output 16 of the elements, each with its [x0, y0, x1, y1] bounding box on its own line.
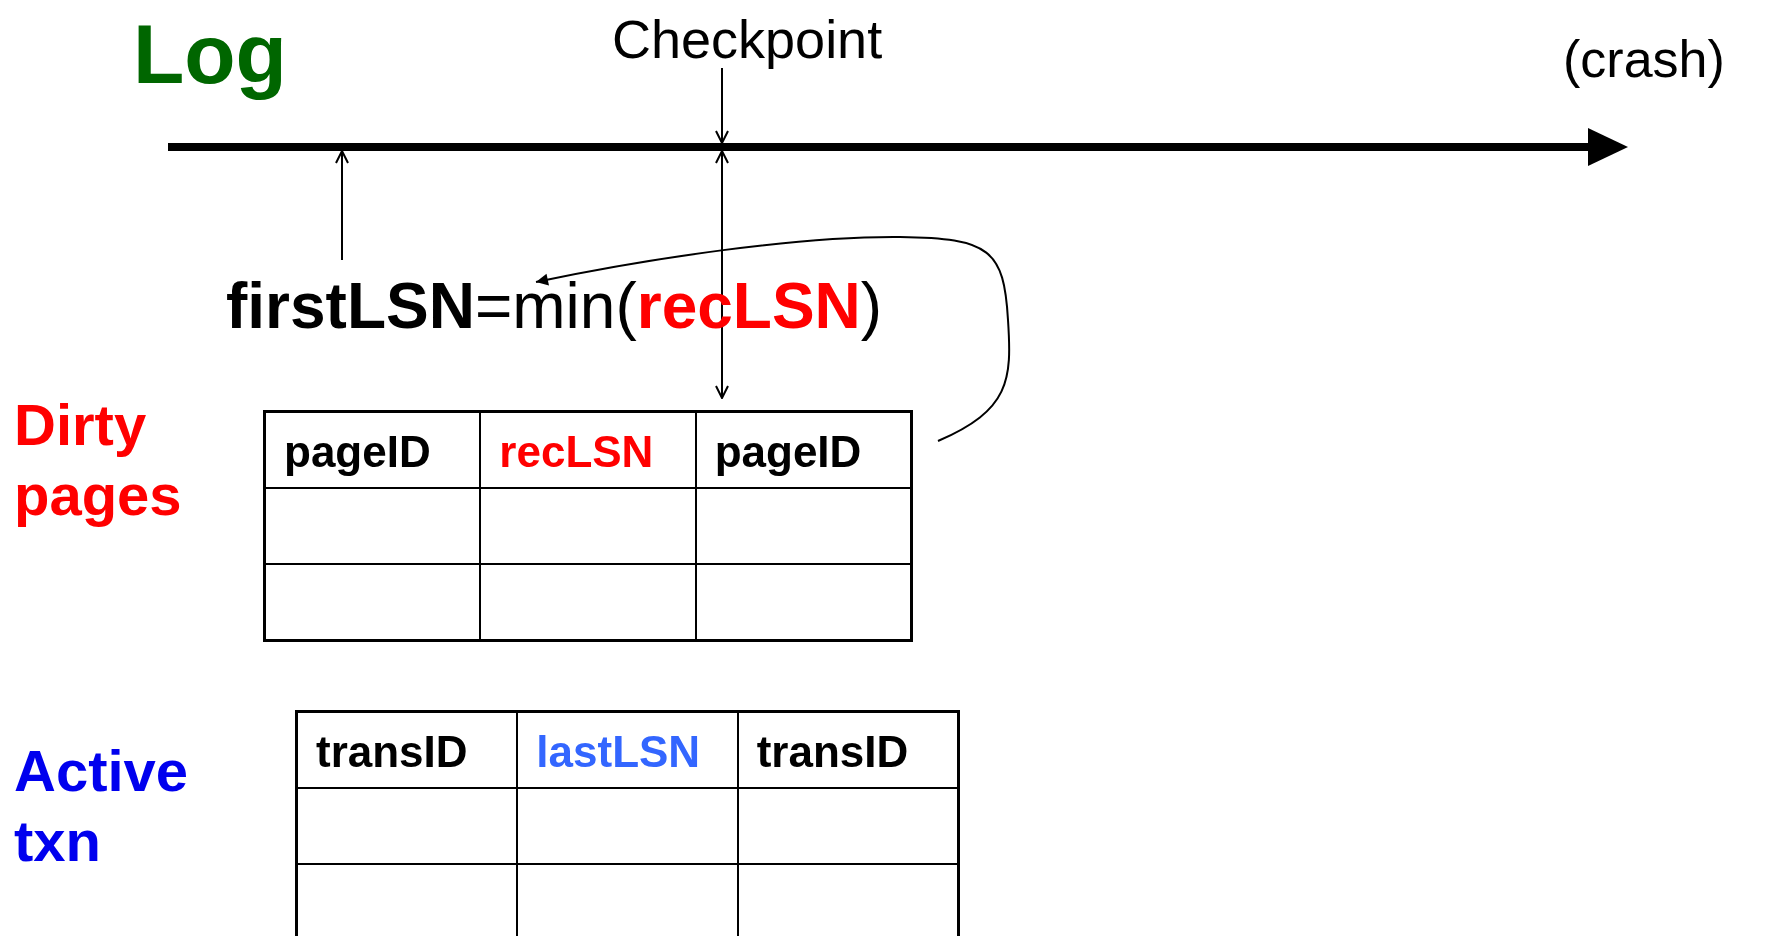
dirty-pages-table [263, 410, 913, 642]
table-title: Dirty pages [14, 391, 183, 529]
crash-label: (crash) [1563, 29, 1725, 90]
arrow [715, 67, 729, 144]
log-title: Log [133, 6, 287, 103]
column-header: pageID [265, 412, 481, 488]
column-header: transID [297, 712, 518, 788]
active-txn-table [295, 710, 960, 936]
arrow [535, 236, 1011, 442]
arrow [715, 150, 729, 399]
column-header: recLSN [480, 412, 696, 488]
table-title: Active txn [14, 737, 190, 875]
column-header: lastLSN [517, 712, 738, 788]
arrow [335, 150, 349, 261]
column-header: transID [737, 712, 958, 788]
column-header: pageID [695, 412, 911, 488]
